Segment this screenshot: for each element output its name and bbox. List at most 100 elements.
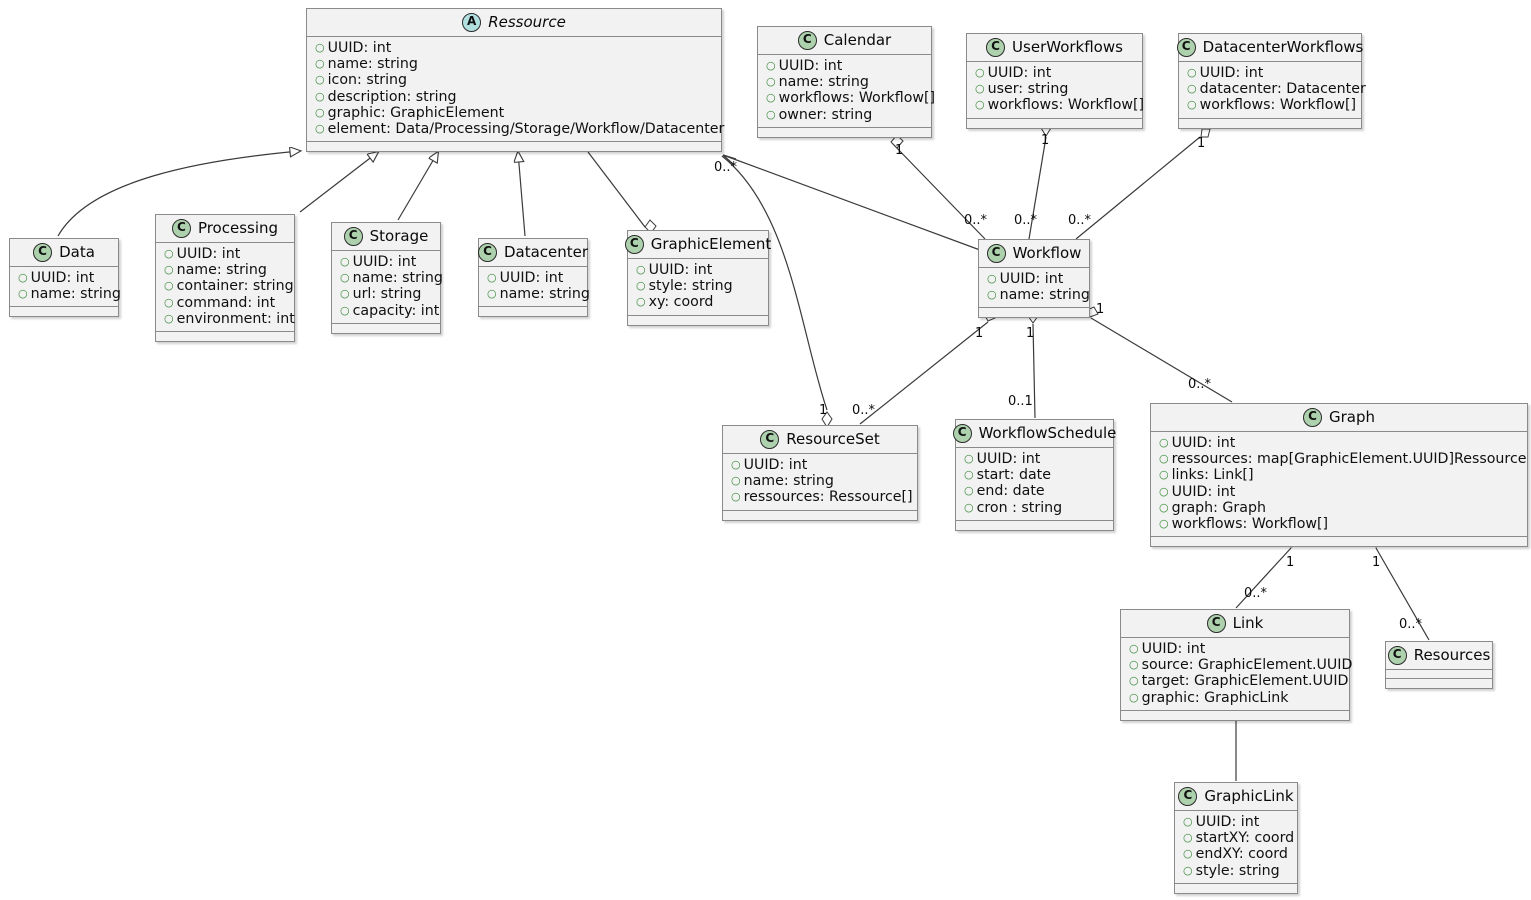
visibility-public-icon: ○ (315, 41, 325, 54)
attribute-row: ○owner: string (764, 107, 925, 123)
visibility-public-icon: ○ (636, 263, 646, 276)
class-title-resourceset: ResourceSet (786, 430, 880, 448)
class-title-resources: Resources (1413, 646, 1491, 664)
attribute-row: ○links: Link[] (1157, 467, 1521, 483)
class-icon: C (171, 218, 191, 238)
visibility-public-icon: ○ (164, 311, 174, 325)
visibility-public-icon: ○ (1129, 690, 1139, 704)
visibility-public-icon: ○ (1129, 674, 1139, 688)
class-attributes-calendar: ○UUID: int○name: string○workflows: Workf… (758, 55, 935, 128)
attribute-row: ○datacenter: Datacenter (1185, 81, 1366, 97)
class-icon: C (986, 37, 1006, 57)
attribute-row: ○UUID: int (1127, 641, 1343, 657)
attribute-label: name: string (176, 262, 267, 279)
visibility-public-icon: ○ (1129, 642, 1139, 655)
visibility-public-icon: ○ (766, 91, 776, 105)
attribute-row: ○startXY: coord (1181, 830, 1294, 846)
multiplicity-label: 1 (1041, 133, 1050, 148)
attribute-row: ○element: Data/Processing/Storage/Workfl… (313, 121, 724, 137)
visibility-public-icon: ○ (1187, 82, 1197, 96)
attribute-label: name: string (999, 287, 1090, 304)
attribute-row: ○icon: string (313, 72, 715, 88)
visibility-public-icon: ○ (964, 468, 974, 482)
multiplicity-label: 1 (819, 403, 828, 418)
attribute-label: command: int (176, 294, 276, 311)
attribute-label: UUID: int (1171, 435, 1236, 451)
visibility-public-icon: ○ (1187, 66, 1197, 79)
visibility-public-icon: ○ (340, 287, 350, 301)
multiplicity-label: 0..1 (1008, 394, 1033, 409)
visibility-public-icon: ○ (164, 247, 174, 260)
class-title-userworkflows: UserWorkflows (1012, 38, 1123, 56)
class-attributes-workflow: ○UUID: int○name: string (979, 268, 1090, 309)
class-attributes-graphicelement: ○UUID: int○style: string○xy: coord (628, 259, 768, 316)
attribute-row: ○url: string (338, 286, 434, 302)
visibility-public-icon: ○ (636, 295, 646, 309)
attribute-label: workflows: Workflow[] (987, 97, 1145, 114)
attribute-row: ○environment: int (162, 311, 295, 327)
class-attributes-graph: ○UUID: int○ressources: map[GraphicElemen… (1151, 432, 1527, 538)
multiplicity-label: 0..* (1244, 586, 1268, 601)
class-icon: C (33, 242, 53, 262)
multiplicity-label: 1 (1096, 302, 1105, 317)
class-methods-workflow (979, 308, 1089, 318)
class-attributes-storage: ○UUID: int○name: string○url: string○capa… (332, 251, 443, 324)
visibility-public-icon: ○ (315, 73, 325, 87)
class-title-graph: Graph (1328, 408, 1375, 426)
edge-datacenter-to-ressource (518, 152, 526, 237)
multiplicity-label: 0..* (852, 403, 876, 418)
attribute-row: ○container: string (162, 278, 294, 294)
attribute-row: ○UUID: int (313, 40, 715, 56)
visibility-public-icon: ○ (340, 271, 350, 285)
visibility-public-icon: ○ (975, 82, 985, 96)
visibility-public-icon: ○ (964, 484, 974, 498)
class-icon: C (1178, 786, 1198, 806)
class-box-resources[interactable]: C Resources (1385, 641, 1493, 689)
class-icon: C (1387, 645, 1407, 665)
visibility-public-icon: ○ (987, 288, 997, 302)
attribute-row: ○UUID: int (985, 271, 1083, 287)
attribute-row: ○target: GraphicElement.UUID (1127, 673, 1348, 689)
class-methods-workflowschedule (956, 520, 1113, 530)
attribute-row: ○graphic: GraphicElement (313, 105, 715, 121)
attribute-label: user: string (987, 81, 1069, 98)
multiplicity-label: 1 (1197, 136, 1206, 151)
attribute-row: ○graph: Graph (1157, 500, 1521, 516)
attribute-row: ○style: string (634, 278, 762, 294)
attribute-label: UUID: int (1199, 65, 1264, 81)
class-methods-graphiclink (1175, 883, 1297, 893)
visibility-public-icon: ○ (766, 107, 776, 121)
class-title-link: Link (1232, 614, 1264, 632)
attribute-label: url: string (352, 286, 422, 303)
visibility-public-icon: ○ (1159, 468, 1169, 482)
attribute-row: ○name: string (338, 270, 443, 286)
attribute-label: name: string (30, 286, 121, 303)
multiplicity-label: 1 (1372, 555, 1381, 570)
attribute-label: UUID: int (987, 65, 1052, 81)
class-methods-graphicelement (628, 315, 768, 325)
